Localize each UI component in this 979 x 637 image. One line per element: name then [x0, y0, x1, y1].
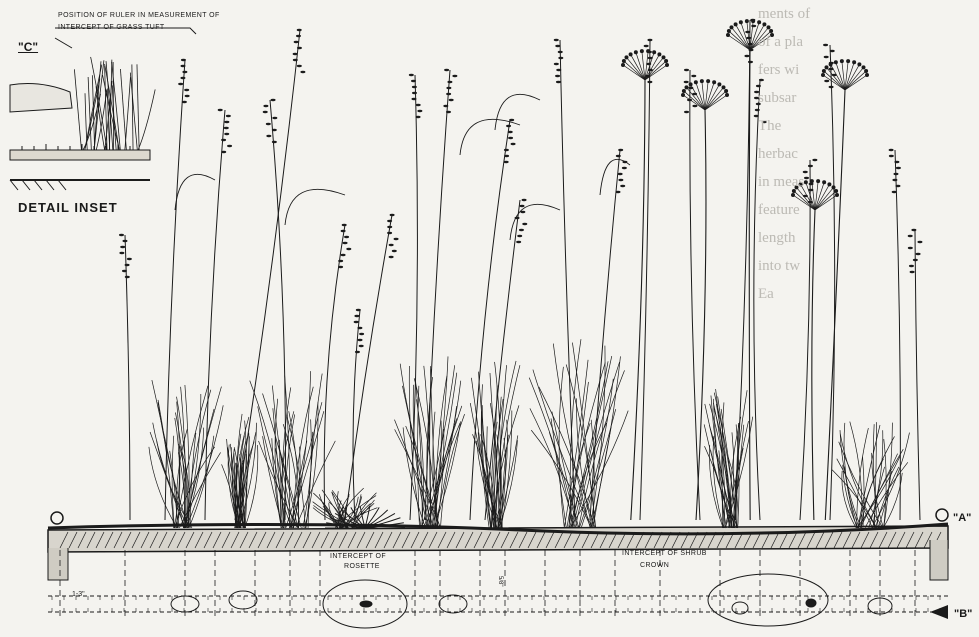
grass-tuft [529, 339, 628, 528]
flower-stalk [554, 39, 575, 520]
flower-stalk [485, 199, 527, 520]
grass-tuft [250, 371, 336, 528]
grass-tuft [149, 380, 223, 528]
bg-text-line: Ea [758, 286, 774, 303]
bg-text-line: subsar [758, 90, 796, 107]
bg-text-line: herbac [758, 146, 798, 163]
bg-text-line: length [758, 230, 796, 247]
spacing-dimension: 1-3" [72, 591, 85, 598]
bg-text-line: fers wi [758, 62, 799, 79]
grass-tuft [394, 356, 464, 528]
shrub-label-line1: INTERCEPT OF SHRUB [622, 550, 707, 557]
arching-leaf [495, 94, 540, 130]
flower-stalk [590, 149, 627, 520]
flower-stalk [684, 69, 700, 520]
arching-leaf [285, 189, 345, 225]
grass-tuft [313, 488, 378, 528]
grass-tuft [222, 414, 258, 528]
inset-title: DETAIL INSET [18, 200, 118, 215]
bg-text-line: into tw [758, 258, 800, 275]
flower-stalk [119, 234, 132, 520]
flower-stalk [165, 59, 190, 520]
bg-text-line: of a pla [758, 34, 803, 51]
bg-text-line: in meas [758, 174, 804, 191]
arching-leaf [175, 174, 215, 210]
flower-stalk [353, 309, 364, 520]
bg-text-line: ments of [758, 6, 810, 23]
stake-left-icon [51, 512, 63, 524]
bg-text-line: The [758, 118, 781, 135]
inset-caption-line1: POSITION OF RULER IN MEASUREMENT OF [58, 12, 220, 19]
shrub-label-line2: CROWN [640, 562, 669, 569]
vertical-dimension: 5/8" [497, 576, 503, 586]
inset-marker-c: "C" [18, 40, 38, 54]
grass-tuft [470, 361, 520, 528]
shrub-umbel [621, 49, 669, 520]
rosette-label-line1: INTERCEPT OF [330, 553, 386, 560]
inset-caption-line2: INTERCEPT OF GRASS TUFT [58, 24, 165, 31]
background-page-text: ments of of a pla fers wi subsar The her… [752, 0, 979, 632]
grass-tuft [704, 389, 753, 528]
bg-text-line: feature [758, 202, 800, 219]
flower-stalk [324, 224, 351, 520]
rosette-label-line2: ROSETTE [344, 563, 380, 570]
arching-leaf [600, 159, 630, 195]
